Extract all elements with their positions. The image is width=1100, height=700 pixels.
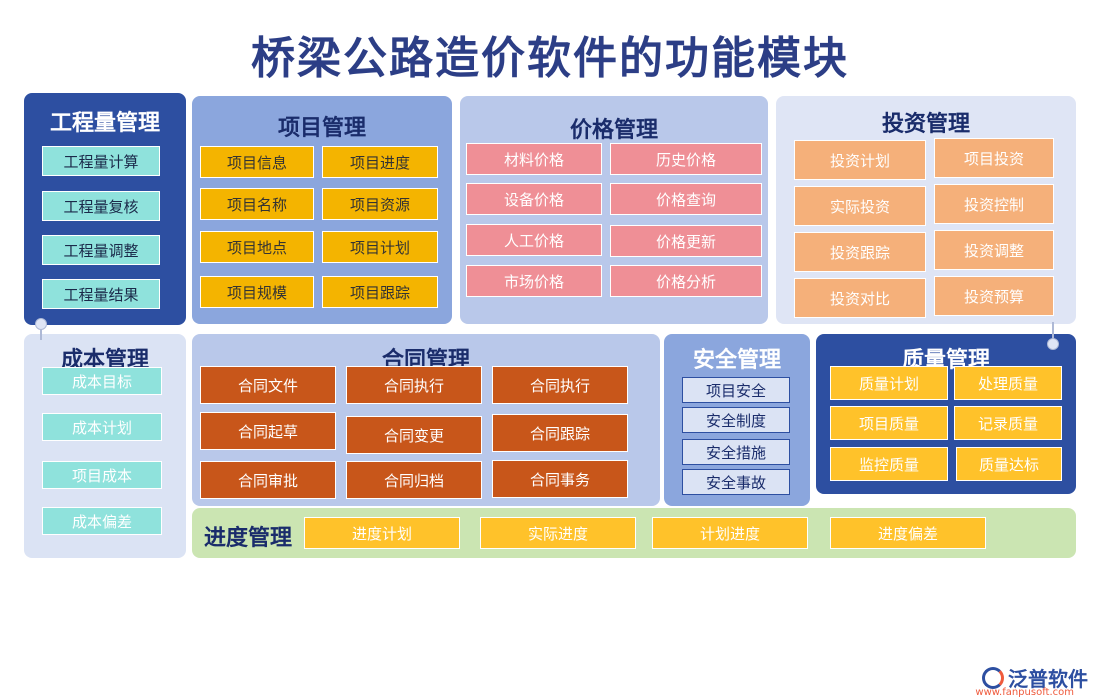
module-item: 进度计划 [304,517,460,549]
panel-title: 进度管理 [204,525,293,551]
module-item: 项目地点 [200,231,314,263]
panel-title: 安全管理 [692,347,781,373]
panel-cost-management: 成本管理 成本目标 成本计划 项目成本 成本偏差 [24,334,186,558]
panel-investment-management: 投资管理 投资计划 项目投资 实际投资 投资控制 投资跟踪 投资调整 投资对比 … [776,96,1076,324]
module-item: 记录质量 [954,406,1062,440]
logo-name: 泛普软件 [1008,667,1088,691]
connector-dot [35,318,47,330]
panel-project-management: 项目管理 项目信息 项目进度 项目名称 项目资源 项目地点 项目计划 项目规模 … [192,96,452,324]
module-item: 处理质量 [954,366,1062,400]
logo-icon [982,666,1004,689]
panel-schedule-management: 进度管理 进度计划 实际进度 计划进度 进度偏差 [192,508,1076,558]
module-item: 合同跟踪 [492,414,628,452]
brand-logo: 泛普软件 www.fanpusoft.com [975,663,1088,698]
panel-quantity-management: 工程量管理 工程量计算 工程量复核 工程量调整 工程量结果 [24,93,186,325]
module-item: 项目跟踪 [322,276,438,308]
module-item: 投资对比 [794,278,926,318]
module-item: 材料价格 [466,143,602,175]
module-item: 质量计划 [830,366,948,400]
panel-title: 项目管理 [277,115,366,141]
module-item: 工程量复核 [42,191,160,221]
module-item: 项目质量 [830,406,948,440]
logo-url: www.fanpusoft.com [975,687,1074,698]
module-item: 项目资源 [322,188,438,220]
module-item: 项目计划 [322,231,438,263]
module-item: 价格查询 [610,183,762,215]
module-item: 合同起草 [200,412,336,450]
module-item: 成本目标 [42,367,162,395]
module-item: 合同事务 [492,460,628,498]
module-item: 投资计划 [794,140,926,180]
module-item: 工程量调整 [42,235,160,265]
module-item: 投资跟踪 [794,232,926,272]
module-item: 安全措施 [682,439,790,465]
module-item: 质量达标 [956,447,1062,481]
panel-title: 工程量管理 [49,110,160,136]
module-item: 项目投资 [934,138,1054,178]
module-item: 人工价格 [466,224,602,256]
panel-title: 投资管理 [881,111,970,137]
module-item: 合同归档 [346,461,482,499]
panel-price-management: 价格管理 材料价格 历史价格 设备价格 价格查询 人工价格 价格更新 市场价格 … [460,96,768,324]
module-item: 项目进度 [322,146,438,178]
module-item: 历史价格 [610,143,762,175]
module-item: 项目信息 [200,146,314,178]
module-item: 合同审批 [200,461,336,499]
module-item: 工程量结果 [42,279,160,309]
panel-quality-management: 质量管理 质量计划 处理质量 项目质量 记录质量 监控质量 质量达标 [816,334,1076,494]
module-item: 计划进度 [652,517,808,549]
panel-contract-management: 合同管理 合同文件 合同执行 合同执行 合同起草 合同变更 合同跟踪 合同审批 … [192,334,660,506]
module-item: 项目安全 [682,377,790,403]
module-item: 价格分析 [610,265,762,297]
module-item: 工程量计算 [42,146,160,176]
connector-dot [1047,338,1059,350]
module-item: 实际投资 [794,186,926,226]
module-item: 合同变更 [346,416,482,454]
module-item: 设备价格 [466,183,602,215]
module-item: 投资调整 [934,230,1054,270]
module-item: 成本计划 [42,413,162,441]
module-item: 安全事故 [682,469,790,495]
module-item: 进度偏差 [830,517,986,549]
module-item: 实际进度 [480,517,636,549]
module-item: 投资预算 [934,276,1054,316]
diagram-title: 桥梁公路造价软件的功能模块 [251,33,849,84]
module-item: 项目规模 [200,276,314,308]
connector-line [40,322,42,340]
module-item: 项目名称 [200,188,314,220]
module-item: 合同文件 [200,366,336,404]
module-item: 价格更新 [610,225,762,257]
module-item: 成本偏差 [42,507,162,535]
panel-title: 价格管理 [569,117,658,143]
connector-line [1052,322,1054,342]
panel-safety-management: 安全管理 项目安全 安全制度 安全措施 安全事故 [664,334,810,506]
module-item: 合同执行 [346,366,482,404]
module-item: 投资控制 [934,184,1054,224]
module-item: 安全制度 [682,407,790,433]
module-item: 合同执行 [492,366,628,404]
module-item: 市场价格 [466,265,602,297]
module-item: 项目成本 [42,461,162,489]
module-item: 监控质量 [830,447,948,481]
